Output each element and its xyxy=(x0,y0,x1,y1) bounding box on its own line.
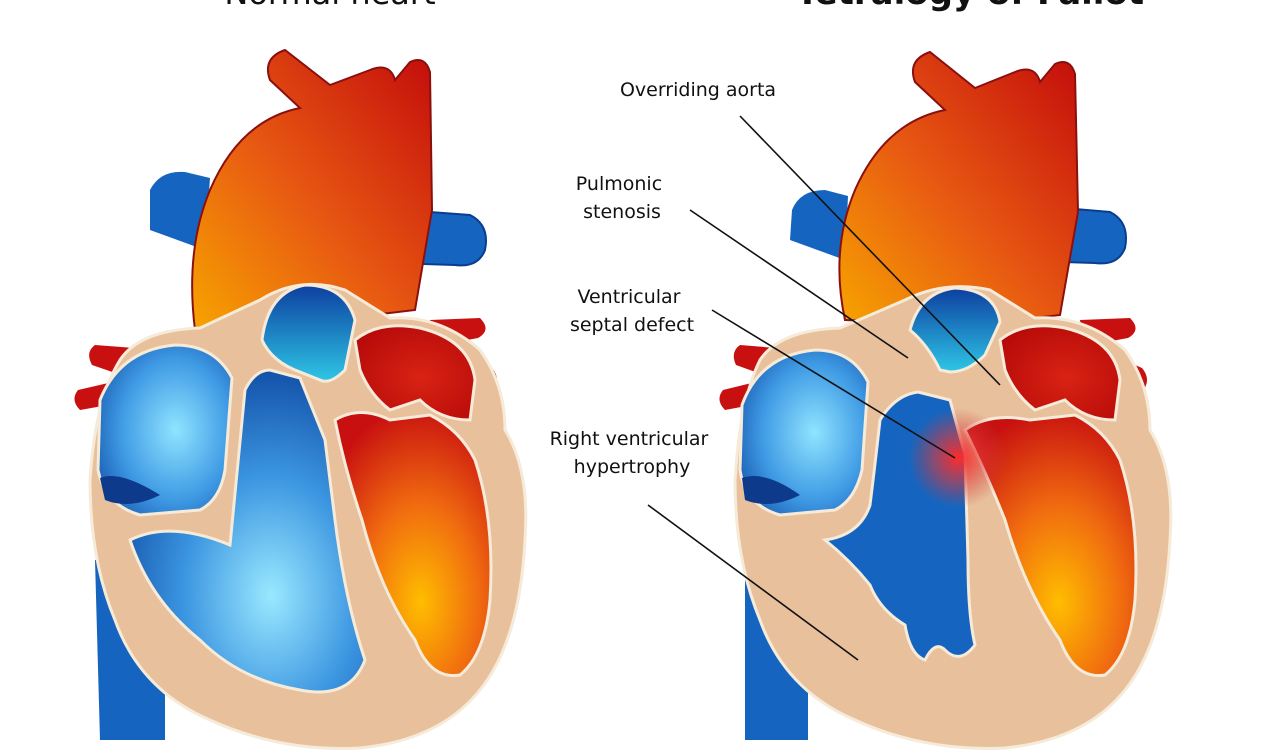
tof-aorta xyxy=(838,50,1080,327)
pulmonary-outflow xyxy=(260,283,357,383)
tof-title: Tetralogy of Fallot xyxy=(796,0,1144,13)
leader-overriding-aorta xyxy=(739,115,1001,386)
right-atrium-shadow xyxy=(100,476,160,504)
label-rvh: Right ventricular hypertrophy xyxy=(550,428,715,478)
aorta xyxy=(191,48,434,332)
normal-heart-title: Normal heart xyxy=(224,0,435,12)
tof-left-ventricle xyxy=(963,413,1138,678)
label-pulmonic-stenosis-line1: Pulmonic xyxy=(576,173,662,195)
label-vsd-line2: septal defect xyxy=(570,314,694,336)
label-pulmonic-stenosis-line2: stenosis xyxy=(583,201,661,223)
tof-right-atrium xyxy=(738,348,870,517)
normal-heart-illustration xyxy=(74,48,528,750)
label-vsd: Ventricular septal defect xyxy=(570,286,694,336)
leader-pulmonic-stenosis xyxy=(689,209,909,359)
label-rvh-line2: hypertrophy xyxy=(574,456,691,478)
right-ventricle xyxy=(128,368,367,694)
vsd-glow xyxy=(908,408,1008,508)
tetralogy-heart-illustration xyxy=(719,50,1173,750)
label-pulmonic-stenosis: Pulmonic stenosis xyxy=(576,173,668,223)
label-vsd-line1: Ventricular xyxy=(577,286,680,308)
leader-rvh xyxy=(647,504,859,661)
label-rvh-line1: Right ventricular xyxy=(550,428,709,450)
tof-right-atrium-shadow xyxy=(742,476,800,504)
tof-superior-vena-cava xyxy=(790,190,848,260)
left-ventricle xyxy=(333,411,493,678)
right-atrium xyxy=(96,343,234,517)
superior-vena-cava xyxy=(150,171,210,250)
leader-vsd xyxy=(711,309,956,459)
left-atrium xyxy=(353,324,477,422)
tof-left-atrium xyxy=(998,324,1122,422)
label-overriding-aorta: Overriding aorta xyxy=(620,79,776,101)
tof-pulmonary-outflow xyxy=(908,286,1002,374)
